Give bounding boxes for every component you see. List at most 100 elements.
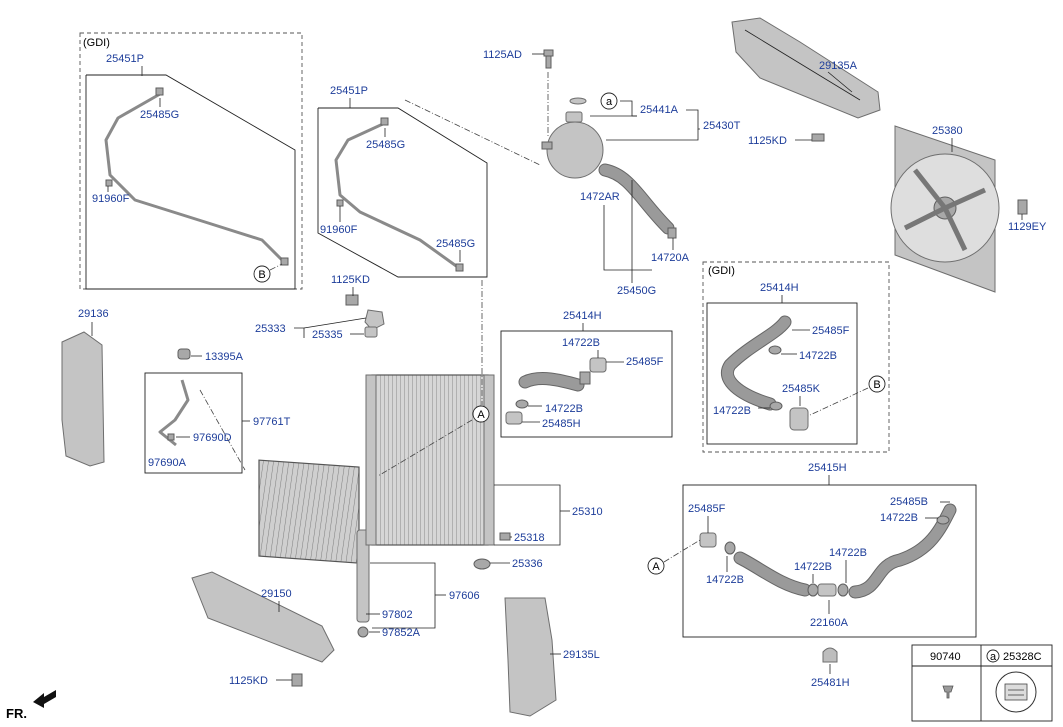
- hose-part-97761T: [158, 379, 190, 447]
- part-label: 97690A: [148, 457, 187, 469]
- clip-part: [380, 117, 389, 126]
- bolt-part: [545, 55, 552, 69]
- coolant-reservoir-part: [546, 121, 604, 179]
- part-label: 14720A: [651, 252, 690, 264]
- hose-clamp-part: [807, 583, 819, 597]
- part-label: 25414H: [760, 282, 799, 294]
- callout-letter: B: [873, 379, 880, 391]
- bracket-part: [364, 309, 385, 331]
- hose-fitting-part: [789, 407, 809, 431]
- radiator-tank-part: [483, 374, 495, 546]
- bolt-part: [543, 49, 554, 57]
- part-label: 14722B: [713, 405, 751, 417]
- callout-letter: A: [477, 409, 485, 421]
- part-label: 25451P: [106, 53, 144, 65]
- part-label: 97852A: [382, 627, 421, 639]
- part-label: 25485K: [782, 383, 821, 395]
- part-label: 25335: [312, 329, 343, 341]
- air-guide-part-29136: [61, 331, 105, 467]
- callout-A-hose: A: [647, 557, 665, 575]
- part-label: 13395A: [205, 351, 244, 363]
- part-label: 97761T: [253, 416, 291, 428]
- part-label: 14722B: [706, 574, 744, 586]
- o-ring-part: [569, 97, 587, 105]
- part-label: 1125KD: [748, 135, 787, 147]
- air-guide-part-29135L: [504, 597, 557, 717]
- front-arrow-icon: [33, 690, 56, 708]
- part-label: 25485F: [626, 356, 664, 368]
- part-label: 22160A: [810, 617, 849, 629]
- callout-a-reservoir: a: [600, 92, 618, 110]
- part-label: 25450G: [617, 285, 656, 297]
- part-label: 25485G: [436, 238, 475, 250]
- front-label: FR.: [6, 706, 27, 721]
- part-label: 14722B: [545, 403, 583, 415]
- mount-insulator-part: [473, 558, 491, 570]
- part-label: 29150: [261, 588, 292, 600]
- part-label: 25485F: [812, 325, 850, 337]
- hose-joint-part: [817, 583, 837, 597]
- hose-clamp-part: [724, 541, 736, 555]
- reservoir-nozzle-part: [541, 141, 553, 150]
- part-label: 25485F: [688, 503, 726, 515]
- receiver-dryer-part: [356, 529, 370, 623]
- part-label: 25414H: [563, 310, 602, 322]
- hose-clamp-part: [768, 345, 782, 355]
- part-label: 14722B: [880, 512, 918, 524]
- part-label: 25451P: [330, 85, 368, 97]
- bolt-part: [291, 673, 303, 687]
- plug-part: [357, 626, 369, 638]
- callout-letter: a: [606, 96, 613, 108]
- insulator-part: [364, 326, 378, 338]
- hose-clamp-part: [515, 399, 529, 409]
- part-label: 25441A: [640, 104, 679, 116]
- leader-lines: [91, 53, 1023, 681]
- hose-clamp-part: [667, 227, 677, 239]
- part-label: 29135A: [819, 60, 858, 72]
- clip-icon: [942, 685, 954, 699]
- legend-part-25328C: 25328C: [1003, 651, 1042, 663]
- hose-fitting-part: [699, 532, 717, 548]
- hose-clamp-part: [837, 583, 849, 597]
- clip-part: [105, 179, 113, 187]
- gdi-tag-left: (GDI): [83, 37, 110, 49]
- part-label: 14722B: [794, 561, 832, 573]
- cap-part: [177, 348, 191, 360]
- part-label: 25430T: [703, 120, 741, 132]
- pipe-detail-box-left: [85, 74, 296, 290]
- part-label: 25485B: [890, 496, 928, 508]
- part-label: 29136: [78, 308, 109, 320]
- part-label: 97606: [449, 590, 480, 602]
- part-label: 25310: [572, 506, 603, 518]
- part-label: 25333: [255, 323, 286, 335]
- hose-clamp-part: [936, 515, 950, 525]
- radiator-part: [371, 374, 489, 546]
- legend-table: 90740 a 25328C: [911, 644, 1053, 722]
- callout-letter: a: [990, 651, 997, 663]
- clip-part: [167, 433, 175, 441]
- clip-part: [155, 87, 164, 96]
- part-label: 97802: [382, 609, 413, 621]
- callout-B-left: B: [253, 265, 271, 283]
- cooling-pipe-part-left: [104, 92, 286, 264]
- hose-group-box-97761T: [144, 372, 243, 474]
- part-label: 25485G: [140, 109, 179, 121]
- pipe-detail-box-mid: [317, 107, 488, 278]
- clip-part: [455, 263, 464, 272]
- hose-clamp-part: [769, 401, 783, 411]
- part-label: 14722B: [562, 337, 600, 349]
- clip-part: [280, 257, 289, 266]
- part-label: 1125KD: [229, 675, 268, 687]
- part-label: 1125KD: [331, 274, 370, 286]
- clip-part: [336, 199, 344, 207]
- bolt-part: [1017, 199, 1028, 215]
- part-label: 25336: [512, 558, 543, 570]
- part-label: 97690D: [193, 432, 232, 444]
- part-label: 25415H: [808, 462, 847, 474]
- part-number-labels: 25451P 25485G 91960F 25451P 25485G 91960…: [78, 49, 1047, 689]
- part-label: 91960F: [320, 224, 358, 236]
- callout-B-right: B: [868, 375, 886, 393]
- hose-group-box-25415H: [682, 484, 977, 638]
- part-label: 25318: [514, 532, 545, 544]
